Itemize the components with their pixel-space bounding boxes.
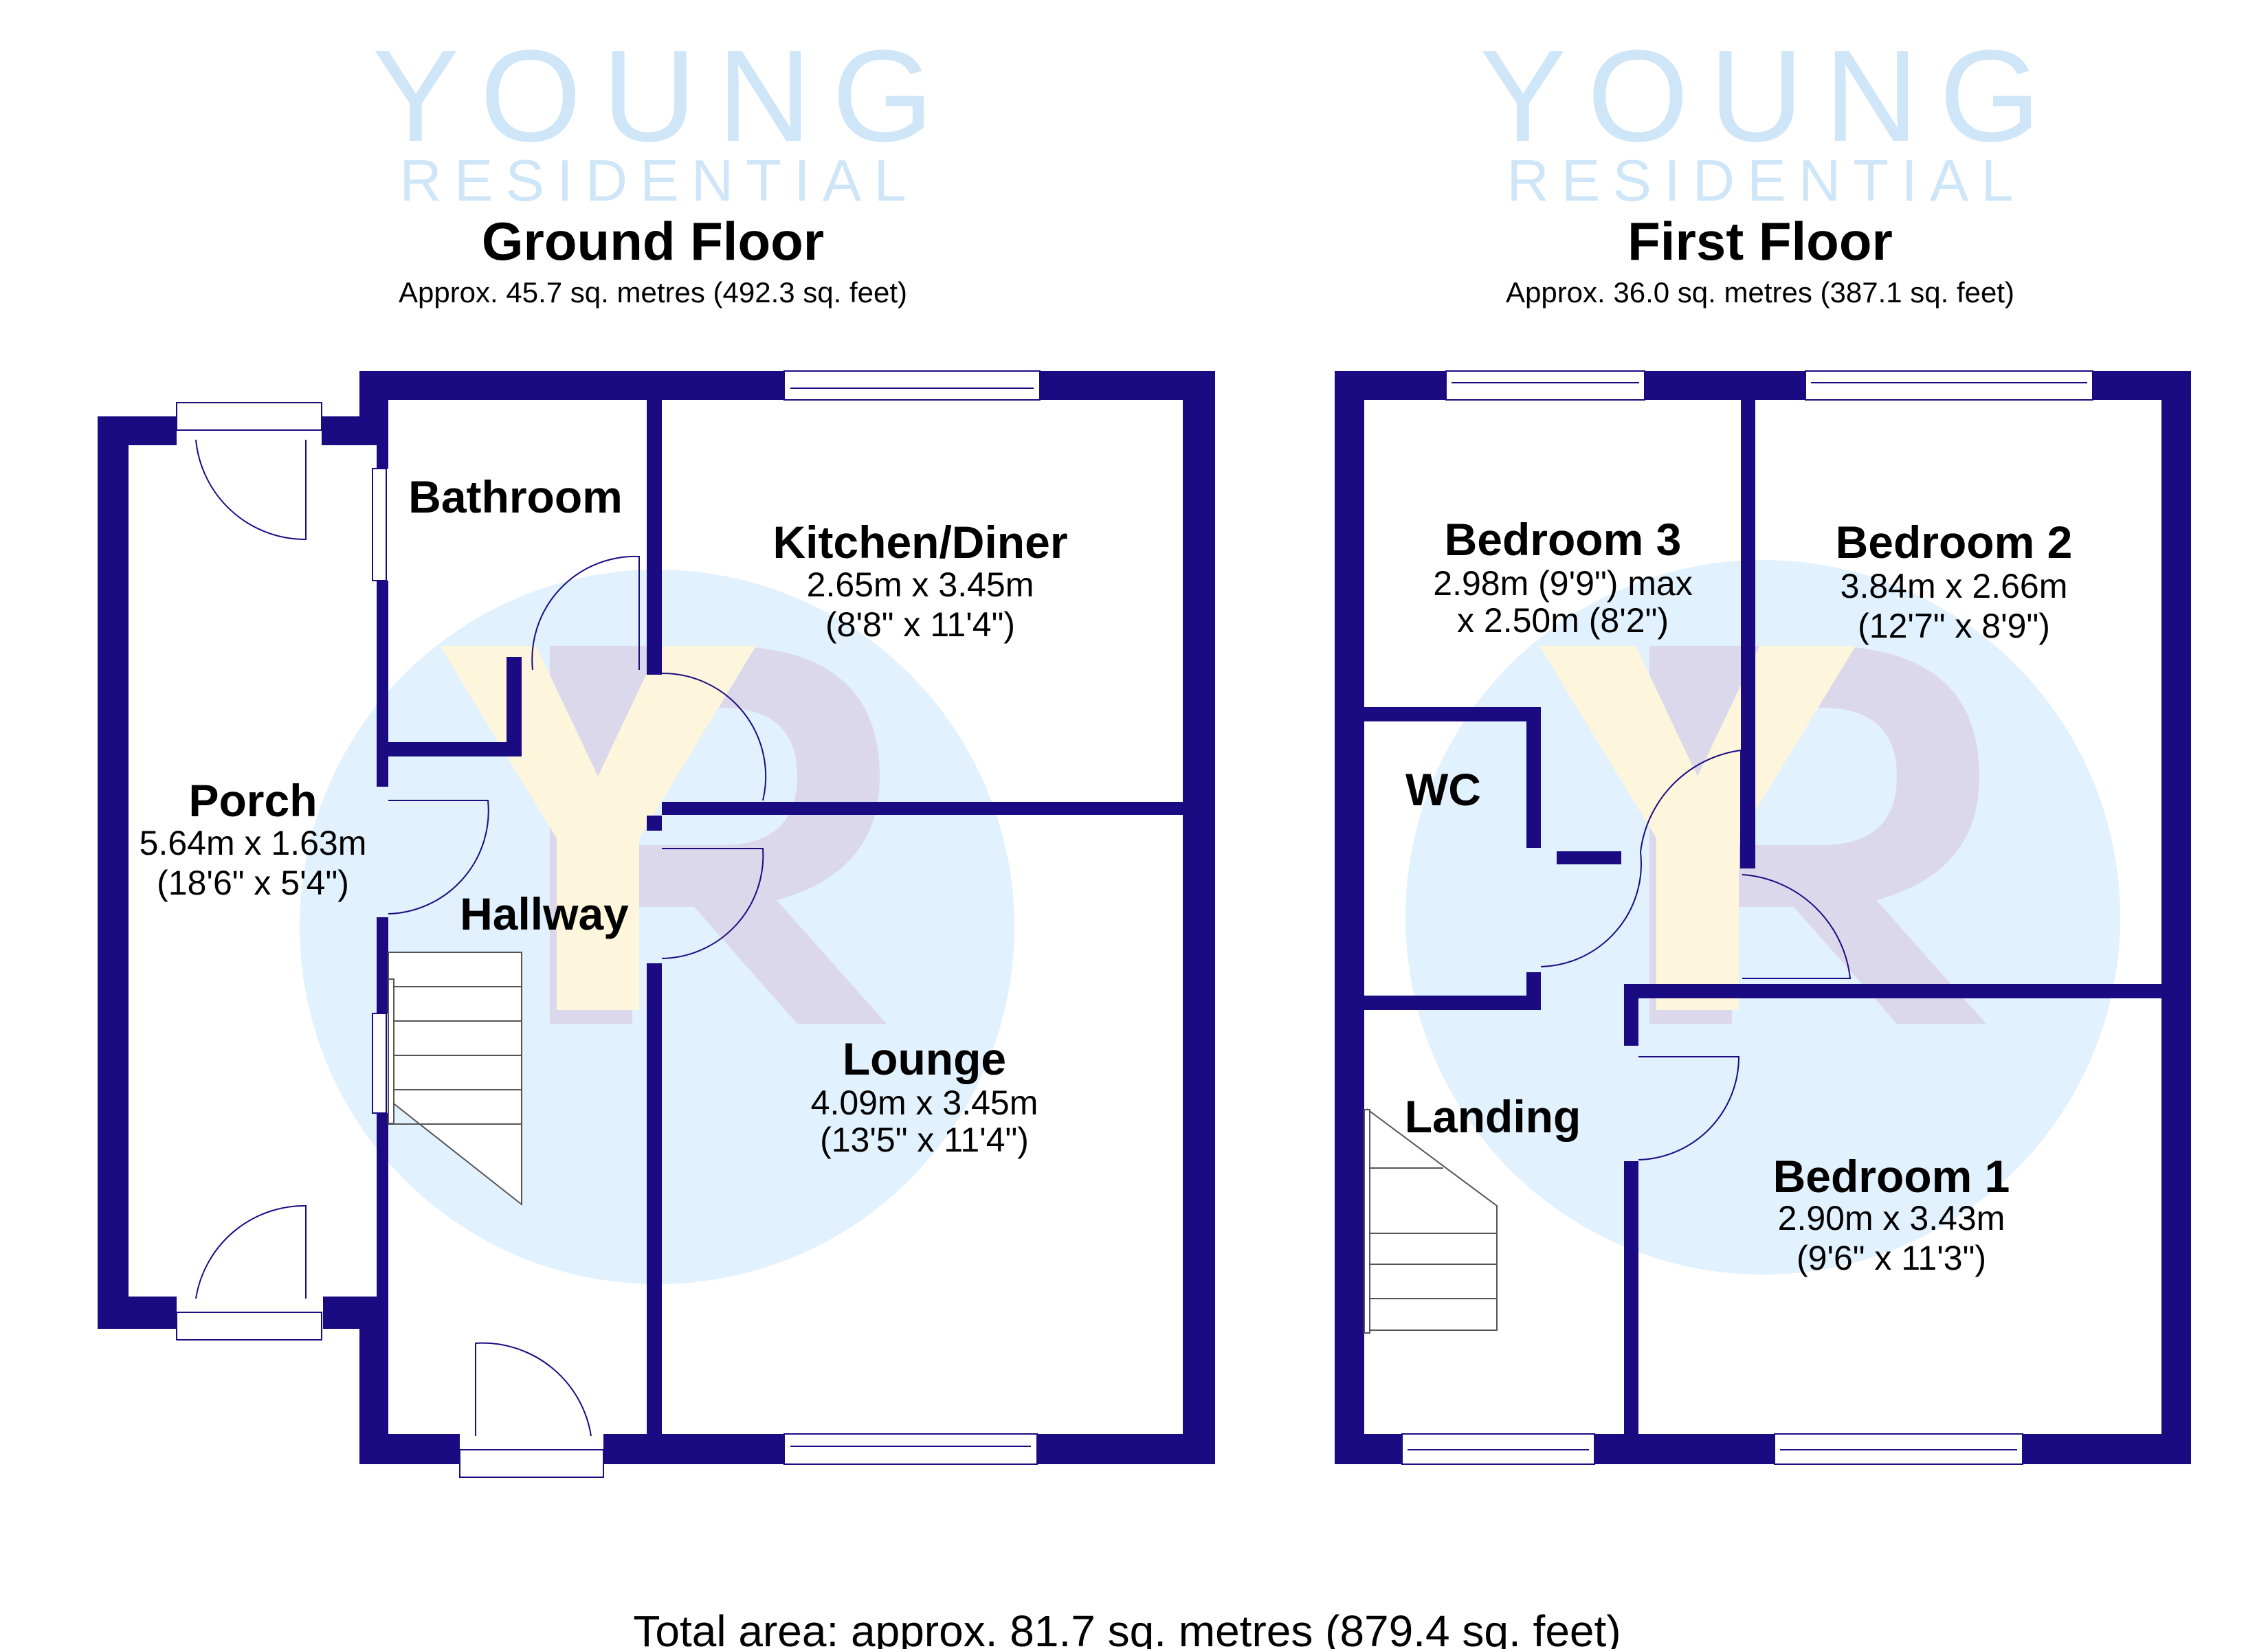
svg-text:(9'6" x 11'3"): (9'6" x 11'3") [1797,1239,1986,1277]
door-swing [475,1342,592,1437]
room-hallway: Hallway [460,888,629,939]
door-swing [195,439,307,541]
door-swing [1742,874,1852,979]
svg-text:x 2.50m (8'2"): x 2.50m (8'2") [1457,601,1669,640]
first-floor-title: First Floor [1627,211,1893,271]
svg-text:(13'5" x 11'4"): (13'5" x 11'4") [820,1121,1029,1159]
svg-text:WC: WC [1405,764,1481,815]
watermark-young: YOUNG [373,23,955,169]
svg-text:Kitchen/Diner: Kitchen/Diner [772,517,1067,568]
svg-text:(18'6" x 5'4"): (18'6" x 5'4") [157,864,349,902]
svg-text:Hallway: Hallway [460,888,629,939]
watermark-young: YOUNG [1480,23,2062,169]
svg-text:Porch: Porch [188,775,317,826]
svg-text:Bedroom 3: Bedroom 3 [1445,514,1682,565]
porch-door-frame [176,402,322,431]
window [372,468,387,581]
watermark-residential: RESIDENTIAL [1507,148,2025,214]
svg-text:Bedroom 1: Bedroom 1 [1773,1151,2010,1202]
ground-floor-stairs [388,952,522,1207]
svg-text:4.09m x 3.45m: 4.09m x 3.45m [811,1084,1038,1122]
svg-text:2.90m x 3.43m: 2.90m x 3.43m [1778,1199,2005,1237]
room-bedroom-2: Bedroom 2 3.84m x 2.66m (12'7" x 8'9") [1836,517,2073,645]
svg-text:2.65m x 3.45m: 2.65m x 3.45m [807,565,1034,604]
room-porch: Porch 5.64m x 1.63m (18'6" x 5'4") [140,775,367,902]
ground-floor-area: Approx. 45.7 sq. metres (492.3 sq. feet) [399,276,907,309]
ground-floor-windows [176,370,1041,1478]
svg-text:3.84m x 2.66m: 3.84m x 2.66m [1841,567,2068,605]
first-floor-doors [1540,749,1852,1160]
ground-floor-walls [98,371,1215,1464]
svg-text:Bathroom: Bathroom [408,471,623,522]
window [1445,370,1645,401]
first-floor-walls [1335,371,2191,1464]
porch-door-frame [176,1312,322,1340]
svg-text:(8'8" x 11'4"): (8'8" x 11'4") [825,605,1015,644]
door-swing [661,672,767,801]
first-floor-stairs [1364,1108,1498,1334]
svg-text:Lounge: Lounge [843,1033,1006,1084]
total-area: Total area: approx. 81.7 sq. metres (879… [633,1606,1621,1649]
room-wc: WC [1405,764,1481,815]
door-swing [661,848,764,959]
front-door-frame [459,1449,604,1478]
first-floor-area: Approx. 36.0 sq. metres (387.1 sq. feet) [1506,276,2014,309]
svg-text:Bedroom 2: Bedroom 2 [1836,517,2073,568]
room-bathroom: Bathroom [408,471,623,522]
svg-text:2.98m (9'9") max: 2.98m (9'9") max [1433,564,1692,603]
window [783,370,1041,401]
first-floor-windows [1401,370,2093,1465]
svg-text:Landing: Landing [1405,1091,1581,1142]
door-swing [531,555,640,671]
door-swing [1640,749,1742,868]
room-bedroom-3: Bedroom 3 2.98m (9'9") max x 2.50m (8'2"… [1433,514,1692,640]
watermark-r-letter [550,646,887,1024]
svg-text:(12'7" x 8'9"): (12'7" x 8'9") [1858,607,2050,645]
door-swing [195,1204,307,1299]
watermark-y-letter [1539,646,1856,1010]
door-swing [1540,851,1642,967]
door-swing [388,800,489,915]
svg-text:5.64m x 1.63m: 5.64m x 1.63m [140,824,367,862]
room-landing: Landing [1405,1091,1581,1142]
ground-floor-title: Ground Floor [482,211,824,271]
window [372,1013,387,1114]
room-lounge: Lounge 4.09m x 3.45m (13'5" x 11'4") [811,1033,1038,1159]
watermark-residential: RESIDENTIAL [399,148,918,214]
door-swing [1638,1056,1740,1160]
watermark-r-letter [1649,646,1986,1024]
room-kitchen-diner: Kitchen/Diner 2.65m x 3.45m (8'8" x 11'4… [772,517,1067,644]
ground-floor-doors [195,439,767,1437]
room-bedroom-1: Bedroom 1 2.90m x 3.43m (9'6" x 11'3") [1773,1151,2010,1277]
window [783,1433,1038,1465]
watermark-first: YOUNG RESIDENTIAL [1405,23,2120,1275]
window [1805,370,2093,401]
